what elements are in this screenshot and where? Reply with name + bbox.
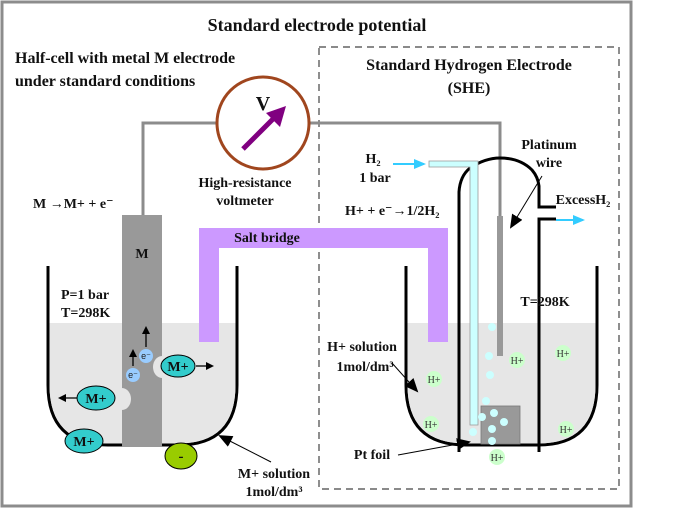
she-heading-line2: (SHE) xyxy=(448,80,491,97)
bubble xyxy=(485,352,493,360)
left-heading-line1: Half-cell with metal M electrode xyxy=(15,50,235,67)
she-reaction: H+ + e⁻→1/2H₂ xyxy=(345,204,439,219)
she-dashed-box xyxy=(318,46,620,490)
h-ion: H+ xyxy=(558,421,574,437)
m-solution-label-line1: M+ solution xyxy=(238,467,310,482)
left-heading-line2: under standard conditions xyxy=(15,73,195,90)
she-heading-line1: Standard Hydrogen Electrode xyxy=(366,57,572,74)
anion: - xyxy=(164,442,198,470)
pt-foil xyxy=(480,405,521,445)
bubble xyxy=(469,428,477,436)
voltmeter-label-line1: High-resistance xyxy=(198,176,291,191)
platinum-wire xyxy=(497,216,503,356)
h-solution-label-line2: 1mol/dm³ xyxy=(336,360,393,375)
h-solution-pointer xyxy=(391,362,419,393)
h2-inlet-label-line2: 1 bar xyxy=(359,171,391,186)
metal-ion: M+ xyxy=(58,385,116,411)
bubble xyxy=(488,323,496,331)
bubble xyxy=(488,425,496,433)
svg-text:H+: H+ xyxy=(511,356,524,367)
h-ion: H+ xyxy=(489,449,505,465)
left-reaction: M →M+ + e⁻ xyxy=(33,197,114,212)
excess-h2-label: ExcessH₂ xyxy=(556,193,611,208)
bubble xyxy=(490,409,498,417)
h-solution xyxy=(407,323,596,444)
svg-text:H+: H+ xyxy=(560,425,573,436)
wire-left xyxy=(141,121,218,215)
electrode-label: M xyxy=(135,247,148,262)
svg-text:M+: M+ xyxy=(167,360,188,375)
bubble xyxy=(482,397,490,405)
h-solution-label-line1: H+ solution xyxy=(327,340,397,355)
platinum-label-line1: Platinum xyxy=(521,138,577,153)
h-ion: H+ xyxy=(509,352,525,368)
metal-ion: M+ xyxy=(64,428,104,454)
voltmeter-needle xyxy=(241,116,276,151)
svg-text:e⁻: e⁻ xyxy=(141,351,151,361)
platinum-label-line2: wire xyxy=(536,156,562,171)
diagram-title: Standard electrode potential xyxy=(208,15,427,35)
metal-ion: M+ xyxy=(160,354,214,378)
h2-inlet-tube xyxy=(428,160,479,426)
she-beaker xyxy=(404,266,599,447)
platinum-pointer xyxy=(509,175,543,229)
left-conditions-line2: T=298K xyxy=(61,306,110,321)
voltmeter: V xyxy=(215,75,311,171)
left-conditions-line1: P=1 bar xyxy=(61,288,109,303)
salt-bridge-right-leg xyxy=(428,248,448,342)
electron: e⁻ xyxy=(139,326,153,363)
svg-text:e⁻: e⁻ xyxy=(128,370,138,380)
svg-text:H+: H+ xyxy=(425,420,438,431)
svg-text:H+: H+ xyxy=(428,375,441,386)
svg-text:M+: M+ xyxy=(73,435,94,450)
she-bell-right xyxy=(537,217,556,452)
she-temperature: T=298K xyxy=(520,295,569,310)
m-solution-label-line2: 1mol/dm³ xyxy=(245,485,302,500)
svg-text:-: - xyxy=(179,449,184,465)
svg-text:M+: M+ xyxy=(85,392,106,407)
bubble xyxy=(486,371,494,379)
she-bell-left xyxy=(457,156,556,452)
bubble xyxy=(488,437,496,445)
h-ion: H+ xyxy=(426,371,442,387)
h-ion: H+ xyxy=(423,416,439,432)
bubble xyxy=(478,413,486,421)
m-solution-pointer xyxy=(218,435,272,463)
voltmeter-label-line2: voltmeter xyxy=(216,194,274,209)
h2-bubbles xyxy=(469,323,508,445)
h-ion: H+ xyxy=(555,345,571,361)
voltmeter-dial xyxy=(215,75,311,171)
svg-text:H+: H+ xyxy=(557,349,570,360)
h2-inlet-label-line1: H₂ xyxy=(365,152,380,167)
salt-bridge xyxy=(199,228,448,342)
voltmeter-symbol: V xyxy=(256,93,271,115)
electrode-pit-left xyxy=(113,388,131,410)
electron-particle xyxy=(139,349,153,363)
bubble xyxy=(500,418,508,426)
svg-text:H+: H+ xyxy=(491,453,504,464)
electron-particle xyxy=(126,368,140,382)
electron: e⁻ xyxy=(126,349,140,382)
needle-arrowhead-icon xyxy=(266,106,286,127)
pt-foil-label: Pt foil xyxy=(354,448,390,463)
salt-bridge-label: Salt bridge xyxy=(234,231,300,246)
pt-foil-pointer xyxy=(397,438,471,456)
